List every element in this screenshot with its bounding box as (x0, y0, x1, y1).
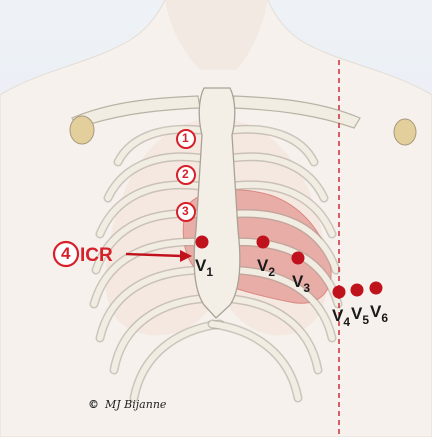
copyright-symbol: © (88, 398, 99, 411)
electrode-v1-letter: V (195, 256, 206, 275)
electrode-v2-dot (257, 236, 270, 249)
icr-number-3: 3 (182, 204, 189, 218)
electrode-v3-dot (292, 252, 305, 265)
electrode-label-v1: V1 (195, 257, 213, 276)
icr-number-1: 1 (182, 131, 189, 145)
right-shoulder-joint (394, 119, 416, 145)
electrode-v5-number: 5 (362, 313, 369, 327)
electrode-v1-number: 1 (206, 265, 213, 279)
electrode-v6-letter: V (370, 302, 381, 321)
electrode-v3-letter: V (292, 272, 303, 291)
electrode-v4-dot (333, 286, 346, 299)
icr-label: ICR (80, 245, 113, 267)
electrode-v4-number: 4 (343, 315, 350, 329)
electrode-v6-dot (370, 282, 383, 295)
electrode-v3-number: 3 (303, 281, 310, 295)
electrode-v4-letter: V (332, 306, 343, 325)
electrode-v5-dot (351, 284, 364, 297)
sternum (194, 88, 240, 318)
icr-number-2: 2 (182, 167, 189, 181)
electrode-label-v4: V4 (332, 307, 350, 326)
electrode-v2-letter: V (257, 256, 268, 275)
electrode-v6-number: 6 (381, 311, 388, 325)
author-signature: MJ Bijanne (105, 398, 166, 411)
copyright-credit: © MJ Bijanne (88, 398, 166, 411)
electrode-v1-dot (196, 236, 209, 249)
icr-number-4: 4 (61, 244, 70, 264)
electrode-v5-letter: V (351, 304, 362, 323)
electrode-label-v6: V6 (370, 303, 388, 322)
electrode-label-v5: V5 (351, 305, 369, 324)
electrode-label-v2: V2 (257, 257, 275, 276)
electrode-label-v3: V3 (292, 273, 310, 292)
left-shoulder-joint (70, 116, 94, 144)
electrode-v2-number: 2 (268, 265, 275, 279)
